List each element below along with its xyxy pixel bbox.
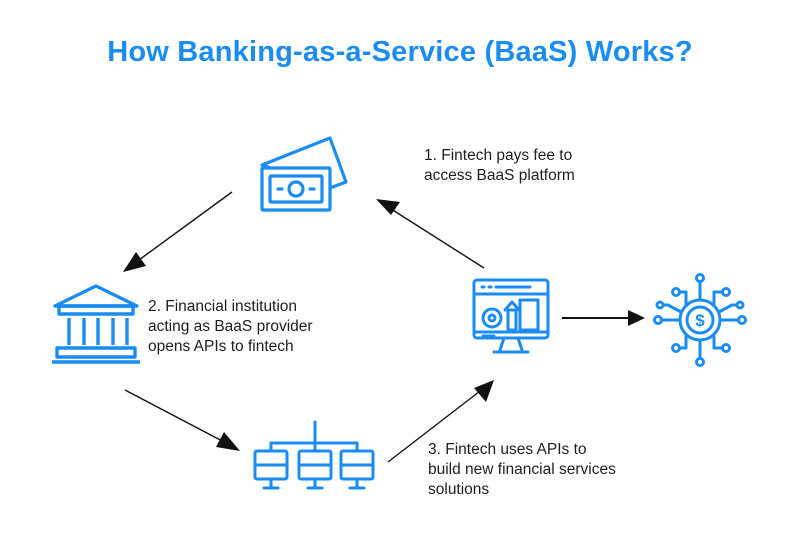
bank-building-icon	[52, 284, 140, 364]
step-3-line-1: 3. Fintech uses APIs to	[428, 441, 587, 458]
flow-arrows	[123, 191, 645, 463]
step-2-label: 2. Financial institution acting as BaaS …	[148, 297, 313, 357]
arrowhead-money	[376, 199, 400, 215]
svg-text:$: $	[695, 311, 705, 330]
diagram-title: How Banking-as-a-Service (BaaS) Works?	[107, 36, 693, 68]
step-2-line-2: acting as BaaS provider	[148, 318, 313, 335]
arrow-money-to-bank	[127, 191, 233, 269]
arrow-fintech-to-money	[387, 206, 485, 269]
step-2-line-1: 2. Financial institution	[148, 298, 298, 315]
step-1-line-2: access BaaS platform	[424, 167, 575, 184]
step-3-label: 3. Fintech uses APIs to build new financ…	[428, 440, 616, 500]
money-bills-icon	[260, 136, 348, 212]
arrowhead-api	[216, 432, 240, 451]
arrowhead-bank	[123, 252, 146, 272]
step-3-line-3: solutions	[428, 481, 490, 498]
arrowhead-fintech	[474, 380, 494, 402]
step-3-line-2: build new financial services	[428, 461, 616, 478]
arrowhead-services	[628, 310, 645, 326]
arrow-api-to-fintech	[387, 387, 485, 463]
step-1-line-1: 1. Fintech pays fee to	[424, 147, 573, 164]
fintech-monitor-icon	[472, 278, 550, 354]
api-servers-network-icon	[253, 420, 375, 490]
arrow-bank-to-api	[124, 389, 227, 444]
step-2-line-3: opens APIs to fintech	[148, 338, 294, 355]
step-1-label: 1. Fintech pays fee to access BaaS platf…	[424, 146, 575, 186]
dollar-network-hub-icon: $	[653, 273, 747, 367]
